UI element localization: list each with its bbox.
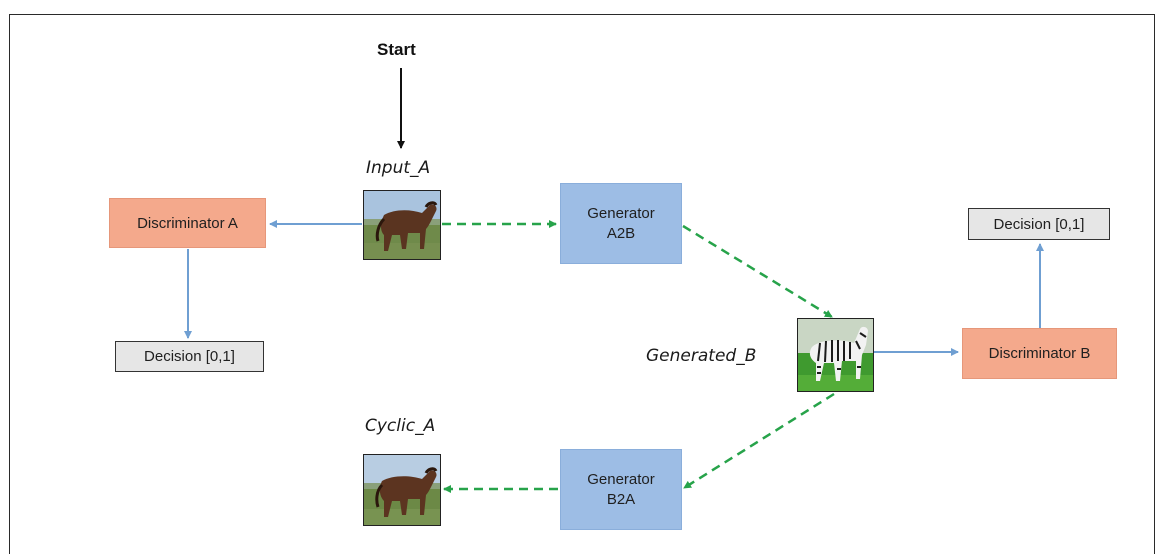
diagram-frame [9,14,1155,554]
input-a-horse-image [363,190,441,260]
input-a-label: Input_A [366,158,431,178]
arrow-generated-b-to-generator-b2a [683,392,835,490]
discriminator-b: Discriminator B [962,328,1117,379]
decision-a: Decision [0,1] [115,341,264,372]
generated-b-zebra-image [797,318,874,392]
generator-b2a: Generator B2A [560,449,682,530]
discriminator-a: Discriminator A [109,198,266,248]
cyclic-a-label: Cyclic_A [365,416,436,436]
generator-a2b: Generator A2B [560,183,682,264]
connector-layer [184,68,1044,493]
cyclic-a-horse-image [363,454,441,526]
generator-b2a-line1: Generator [587,470,655,488]
decision-b: Decision [0,1] [968,208,1110,240]
generator-b2a-line2: B2A [606,490,636,508]
arrow-generator-a2b-to-generated-b [682,224,833,319]
generator-a2b-line2: A2B [606,224,636,242]
generated-b-label: Generated_B [646,346,757,366]
generator-a2b-line1: Generator [587,204,655,222]
start-label: Start [377,40,416,59]
